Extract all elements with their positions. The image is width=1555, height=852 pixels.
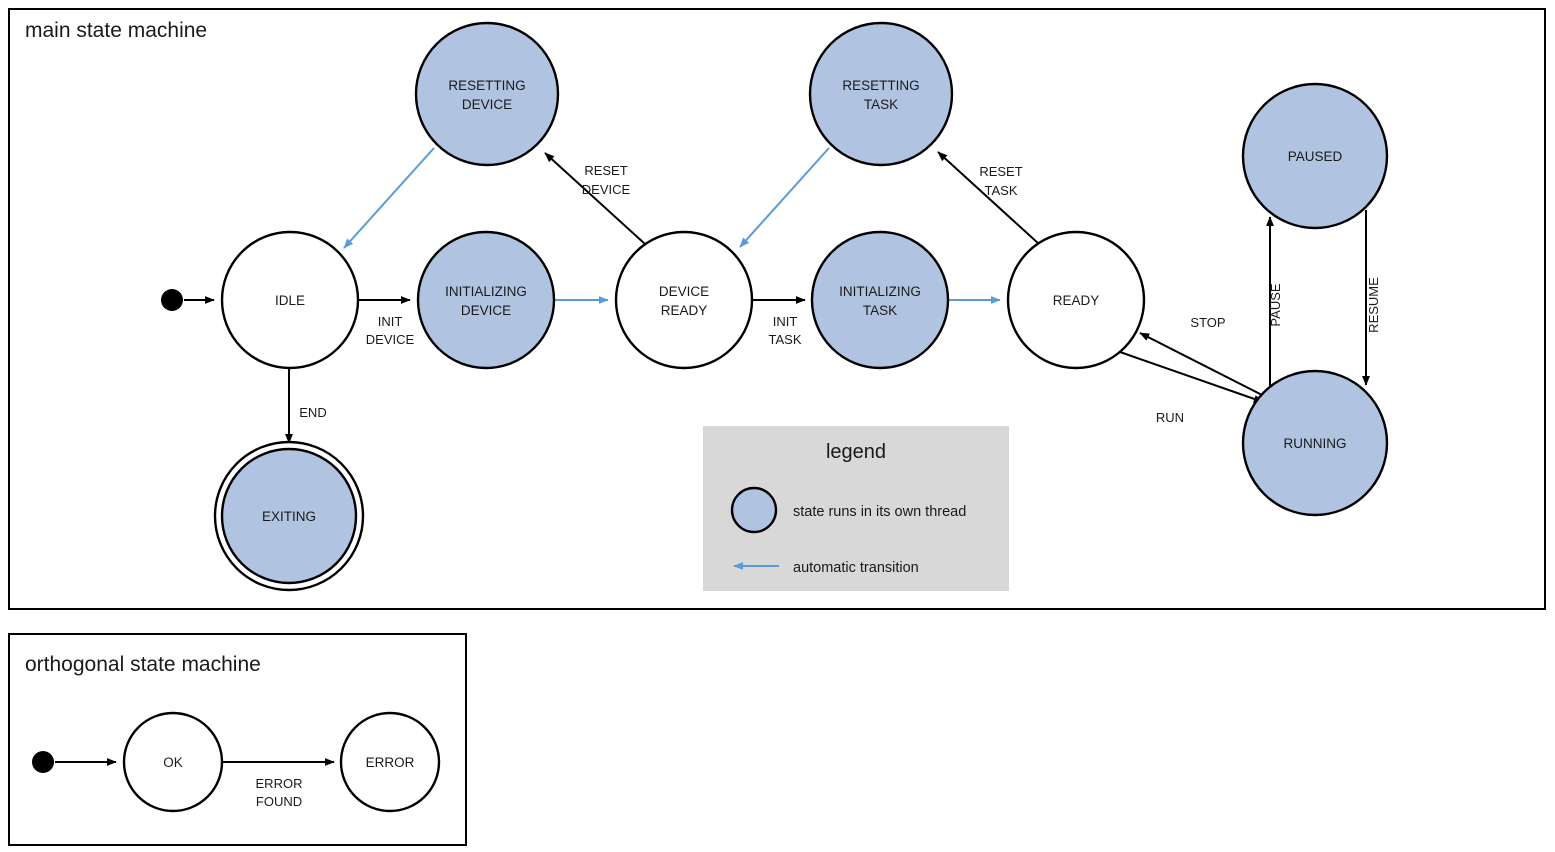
transition-resetting-device-to-idle[interactable]: [343, 147, 435, 249]
state-idle-circle[interactable]: [220, 230, 360, 370]
main-frame-border: [8, 8, 1546, 610]
transition-device-ready-to-resetting-device[interactable]: [544, 152, 646, 245]
orthogonal-transition-label-error-found-line1: ERROR: [256, 776, 303, 791]
state-initializing-task-label-line1: INITIALIZING: [839, 284, 921, 299]
transition-label-init-task-line1: INIT: [773, 314, 798, 329]
orthogonal-state-ok-label: OK: [163, 755, 183, 770]
state-idle[interactable]: IDLE: [220, 230, 360, 370]
orthogonal-state-error-circle[interactable]: [339, 711, 441, 813]
transition-running-to-ready[interactable]: [1139, 332, 1267, 398]
state-resetting-device-label-line2: DEVICE: [462, 97, 512, 112]
state-ready[interactable]: READY: [1006, 230, 1146, 370]
main-state-machine-container: main state machine: [8, 8, 1546, 610]
state-resetting-task[interactable]: RESETTING TASK: [808, 21, 954, 167]
transition-resetting-task-to-device-ready[interactable]: [739, 147, 830, 248]
state-ready-label: READY: [1053, 293, 1100, 308]
transition-label-run: RUN: [1156, 410, 1184, 425]
transition-ready-to-resetting-task[interactable]: [937, 151, 1040, 245]
initial-state-node[interactable]: [161, 289, 183, 311]
state-device-ready-label-line1: DEVICE: [659, 284, 709, 299]
state-initializing-task[interactable]: INITIALIZING TASK: [810, 230, 950, 370]
state-initializing-device-label-line2: DEVICE: [461, 303, 511, 318]
orthogonal-state-machine-container: orthogonal state machine ERROR FOUND OK …: [8, 633, 467, 846]
state-device-ready[interactable]: DEVICE READY: [614, 230, 754, 370]
state-paused-label: PAUSED: [1288, 149, 1343, 164]
state-initializing-task-circle[interactable]: [810, 230, 950, 370]
orthogonal-state-machine-title: orthogonal state machine: [25, 653, 261, 676]
state-device-ready-circle[interactable]: [614, 230, 754, 370]
orthogonal-state-ok[interactable]: OK: [122, 711, 224, 813]
state-running-label: RUNNING: [1284, 436, 1347, 451]
legend-item-threaded-state-label: state runs in its own thread: [793, 504, 966, 520]
legend-item-auto-transition: automatic transition: [733, 560, 919, 576]
state-resetting-task-label-line1: RESETTING: [842, 78, 919, 93]
state-exiting-label: EXITING: [262, 509, 316, 524]
transition-label-init-device-line2: DEVICE: [366, 332, 415, 347]
state-resetting-device[interactable]: RESETTING DEVICE: [414, 21, 560, 167]
legend-title: legend: [826, 441, 886, 463]
transition-label-end: END: [299, 405, 326, 420]
transitions-layer: INIT DEVICE INIT TASK RESET DEVICE RESET…: [184, 147, 1381, 444]
orthogonal-state-error[interactable]: ERROR: [339, 711, 441, 813]
transition-label-reset-task-line1: RESET: [979, 164, 1022, 179]
state-exiting-circle[interactable]: [220, 447, 358, 585]
state-resetting-task-circle[interactable]: [808, 21, 954, 167]
state-device-ready-label-line2: READY: [661, 303, 708, 318]
orthogonal-state-error-label: ERROR: [366, 755, 415, 770]
state-exiting[interactable]: EXITING: [213, 440, 365, 592]
orthogonal-state-ok-circle[interactable]: [122, 711, 224, 813]
state-resetting-device-circle[interactable]: [414, 21, 560, 167]
state-resetting-device-label-line1: RESETTING: [448, 78, 525, 93]
state-initializing-device[interactable]: INITIALIZING DEVICE: [416, 230, 556, 370]
legend-item-auto-transition-label: automatic transition: [793, 560, 919, 576]
legend-thread-state-icon: [730, 486, 778, 534]
transition-label-resume: RESUME: [1366, 277, 1381, 333]
transition-ready-to-running[interactable]: [1119, 351, 1264, 403]
state-paused-circle[interactable]: [1241, 82, 1389, 230]
orthogonal-transition-label-error-found-line2: FOUND: [256, 794, 302, 809]
state-idle-label: IDLE: [275, 293, 305, 308]
legend-item-threaded-state: state runs in its own thread: [730, 486, 966, 534]
legend: legend state runs in its own thread auto…: [703, 426, 1009, 591]
orthogonal-initial-state-node[interactable]: [32, 751, 54, 773]
state-running-circle[interactable]: [1241, 369, 1389, 517]
transition-label-reset-device-line2: DEVICE: [582, 182, 631, 197]
state-ready-circle[interactable]: [1006, 230, 1146, 370]
transition-label-reset-device-line1: RESET: [584, 163, 627, 178]
state-paused[interactable]: PAUSED: [1241, 82, 1389, 230]
state-initializing-task-label-line2: TASK: [863, 303, 897, 318]
transition-label-init-task-line2: TASK: [769, 332, 802, 347]
transition-label-stop: STOP: [1190, 315, 1225, 330]
transition-label-pause: PAUSE: [1268, 283, 1283, 326]
state-initializing-device-circle[interactable]: [416, 230, 556, 370]
transition-label-reset-task-line2: TASK: [985, 183, 1018, 198]
main-state-machine-title: main state machine: [25, 19, 207, 42]
orthogonal-frame-border: [8, 633, 467, 846]
state-running[interactable]: RUNNING: [1241, 369, 1389, 517]
state-resetting-task-label-line2: TASK: [864, 97, 898, 112]
transition-label-init-device-line1: INIT: [378, 314, 403, 329]
states-layer: IDLE INITIALIZING DEVICE DEVICE READY IN…: [161, 21, 1389, 592]
state-initializing-device-label-line1: INITIALIZING: [445, 284, 527, 299]
